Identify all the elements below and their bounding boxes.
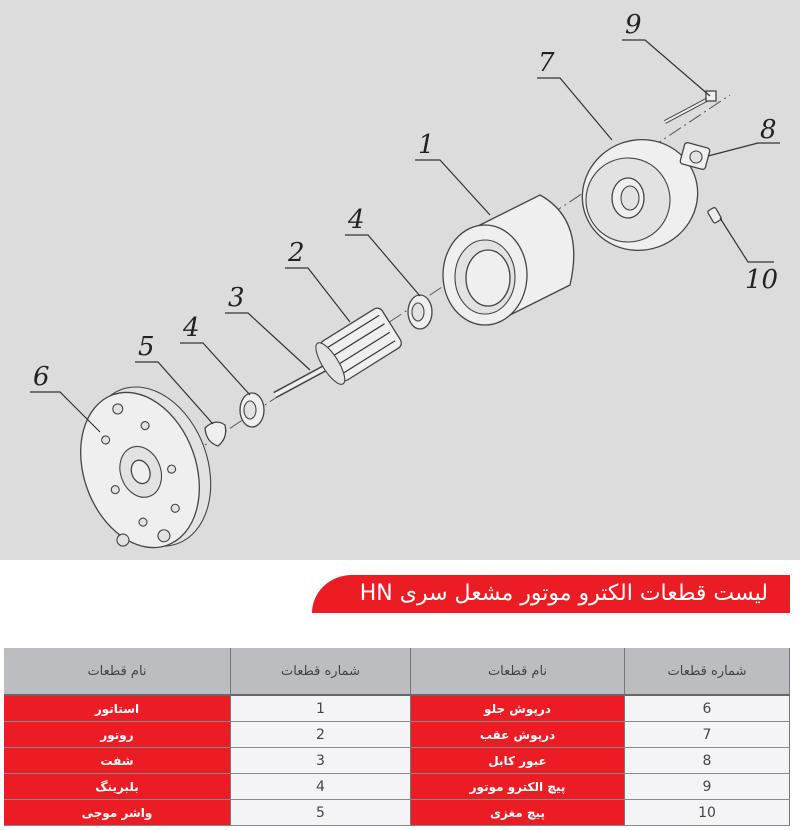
- callout-6: 6: [33, 362, 50, 392]
- callout-8: 8: [760, 115, 777, 145]
- part-number: 5: [230, 799, 411, 826]
- rear-cover-part: [581, 138, 699, 252]
- part-number: 6: [624, 695, 790, 722]
- parts-table: نام قطعات شماره قطعات نام قطعات شماره قط…: [4, 648, 790, 826]
- header-part-number-b: شماره قطعات: [624, 648, 790, 696]
- part-name: شفت: [4, 747, 231, 774]
- parts-list-title: لیست قطعات الکترو موتور مشعل سری HN: [312, 575, 790, 613]
- table-header-row: نام قطعات شماره قطعات نام قطعات شماره قط…: [4, 648, 790, 696]
- part-name: روتور: [4, 721, 231, 748]
- callout-4-rear: 4: [347, 205, 365, 235]
- callout-10: 10: [745, 265, 778, 295]
- part-number: 9: [624, 773, 790, 800]
- header-part-name-b: نام قطعات: [410, 648, 625, 696]
- callout-1: 1: [418, 130, 435, 160]
- callout-2: 2: [287, 238, 305, 268]
- callout-4-front: 4: [182, 313, 200, 343]
- part-number: 2: [230, 721, 411, 748]
- part-name: پیچ الکترو موتور: [410, 773, 625, 800]
- part-name: درپوش جلو: [410, 695, 625, 722]
- header-part-name-a: نام قطعات: [4, 648, 231, 696]
- part-name: واشر موجی: [4, 799, 231, 826]
- wave-washer-part: [204, 421, 227, 447]
- cable-gland-part: [679, 142, 711, 170]
- part-name: بلبرینگ: [4, 773, 231, 800]
- part-name: پیچ مغزی: [410, 799, 625, 826]
- rotor-part: [315, 307, 402, 385]
- stator-part: [442, 194, 575, 326]
- part-number: 8: [624, 747, 790, 774]
- bearing-part-front: [239, 392, 265, 428]
- bearing-part-rear: [407, 294, 433, 330]
- part-name: عبور کابل: [410, 747, 625, 774]
- motor-bolt-part: [664, 90, 717, 124]
- part-name: درپوش عقب: [410, 721, 625, 748]
- set-screw-part: [707, 207, 722, 224]
- header-part-number-a: شماره قطعات: [230, 648, 411, 696]
- part-number: 3: [230, 747, 411, 774]
- callout-3: 3: [228, 283, 245, 313]
- part-number: 7: [624, 721, 790, 748]
- callout-7: 7: [538, 48, 555, 78]
- part-number: 10: [624, 799, 790, 826]
- callout-9: 9: [625, 10, 642, 40]
- callout-5: 5: [138, 332, 155, 362]
- front-cover-part: [80, 386, 212, 549]
- exploded-motor-diagram: 9 7 8 10 1 4 2 3 4 5 6: [0, 0, 800, 560]
- part-number: 4: [230, 773, 411, 800]
- part-name: استاتور: [4, 695, 231, 722]
- part-number: 1: [230, 695, 411, 722]
